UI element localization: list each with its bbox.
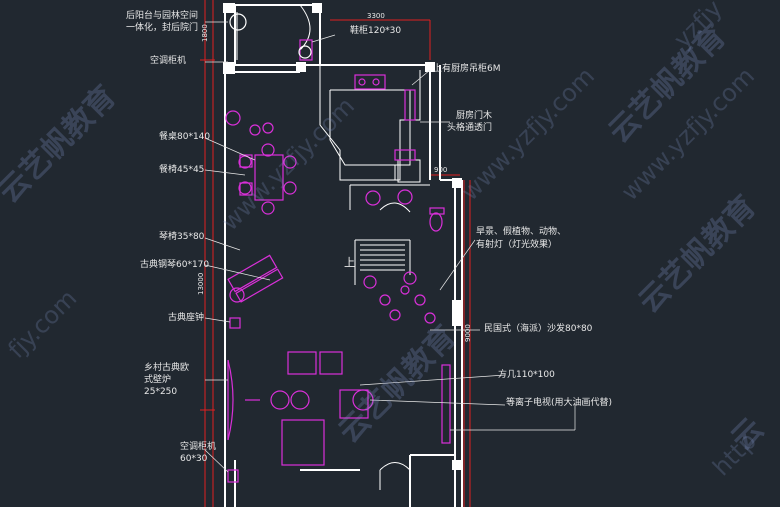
dim-top: 3300 <box>367 12 385 20</box>
label-kitchen-door: 厨房门木 <box>456 111 493 121</box>
label-ac-cabinet-bottom: 空调柜机 <box>180 442 217 452</box>
label-clock: 古典座钟 <box>168 313 205 323</box>
label-fireplace: 乡村古典欧 <box>144 363 190 373</box>
label-scenery-2: 有射灯（灯光效果） <box>476 240 558 250</box>
label-tv: 等离子电视(用大油画代替) <box>506 398 613 408</box>
label-fireplace-2: 式壁炉 <box>144 375 172 385</box>
label-shoe-cabinet: 鞋柜120*30 <box>350 26 402 36</box>
label-rear-balcony: 后阳台与园林空间 <box>126 11 199 21</box>
label-scenery: 旱景、假植物、动物、 <box>476 227 567 237</box>
label-fireplace-3: 25*250 <box>144 387 178 397</box>
dim-mid-vertical: 13000 <box>197 272 205 295</box>
label-piano: 古典钢琴60*170 <box>140 260 210 270</box>
leader-lines <box>204 21 576 473</box>
kitchen-stair-lines <box>236 4 430 490</box>
label-up-stair: 上 <box>344 256 355 269</box>
dim-right-vertical: 9000 <box>464 324 472 342</box>
label-piano-stool: 琴椅35*80 <box>159 232 205 242</box>
label-dining-table: 餐桌80*140 <box>159 132 211 142</box>
wall-columns <box>223 3 462 470</box>
label-sofa: 民国式（海派）沙发80*80 <box>484 324 593 334</box>
dimension-lines <box>200 0 471 507</box>
label-ac-cabinet-top: 空调柜机 <box>150 56 187 66</box>
label-rear-balcony-2: 一体化，封后院门 <box>126 23 199 33</box>
label-kitchen-door-2: 头格通透门 <box>447 123 493 133</box>
label-dining-chair: 餐椅45*45 <box>159 165 205 175</box>
furniture <box>225 13 451 483</box>
label-ac-cabinet-bottom-2: 60*30 <box>180 454 208 464</box>
dim-left-vertical: 1800 <box>201 24 209 42</box>
label-kitchen-cabinet: 上有厨房吊柜6M <box>433 64 501 74</box>
dim-door-width: 900 <box>434 166 448 174</box>
label-coffee-table: 方几110*100 <box>498 370 555 380</box>
